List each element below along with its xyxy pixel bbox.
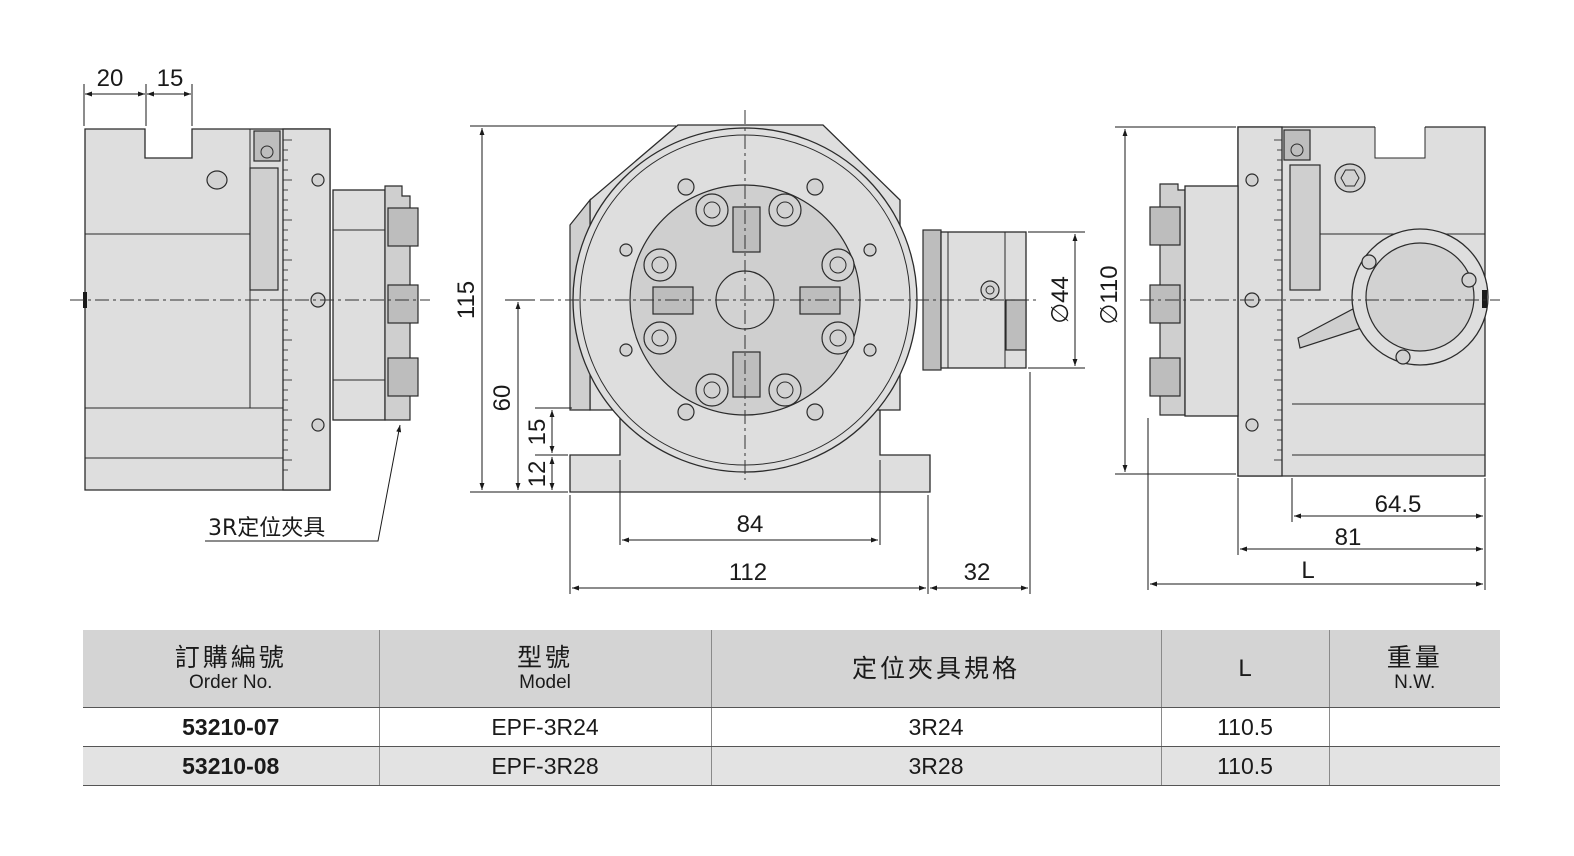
dim-115: 115 <box>453 281 480 319</box>
fixture-callout: 3R定位夾具 <box>208 516 325 541</box>
dim-L: L <box>1301 557 1314 584</box>
header-en: N.W. <box>1394 671 1436 693</box>
cell-spec: 3R28 <box>710 746 1161 786</box>
cell-l: 110.5 <box>1160 746 1329 786</box>
cell-model: EPF-3R24 <box>378 707 711 747</box>
header-nw: 重量 N.W. <box>1328 630 1500 708</box>
cell-l: 110.5 <box>1160 707 1329 747</box>
dim-60: 60 <box>489 385 516 412</box>
dim-64-5: 64.5 <box>1375 491 1422 518</box>
socket-screws <box>643 193 855 407</box>
header-en: Model <box>519 671 571 693</box>
cell-nw <box>1328 707 1500 747</box>
dim-112: 112 <box>729 559 767 586</box>
dim-dia-44: ∅44 <box>1047 276 1074 324</box>
cell-nw <box>1328 746 1500 786</box>
spec-table: 訂購編號 Order No. 型號 Model 定位夾具規格 L 重量 N.W.… <box>83 630 1500 786</box>
dim-84: 84 <box>737 511 764 538</box>
dim-12: 12 <box>524 461 551 488</box>
table-header-row: 訂購編號 Order No. 型號 Model 定位夾具規格 L 重量 N.W. <box>83 630 1500 708</box>
front-view: 115 60 15 12 84 112 32 ∅44 <box>453 110 1085 594</box>
header-order-no: 訂購編號 Order No. <box>83 630 379 708</box>
header-en: Order No. <box>189 671 273 693</box>
right-side-view: ∅110 64.5 81 L <box>1096 126 1500 590</box>
dim-81: 81 <box>1335 524 1362 551</box>
header-fixture-spec: 定位夾具規格 <box>710 630 1161 708</box>
cell-model: EPF-3R28 <box>378 746 711 786</box>
table-row: 53210-08 EPF-3R28 3R28 110.5 <box>83 746 1500 786</box>
header-zh: 定位夾具規格 <box>851 653 1020 683</box>
dim-15-side: 15 <box>524 419 551 446</box>
cell-order-no: 53210-07 <box>83 707 379 747</box>
dim-20: 20 <box>97 65 124 92</box>
cell-order-no: 53210-08 <box>83 746 379 786</box>
header-zh: 重量 <box>1386 642 1443 672</box>
dim-dia-110: ∅110 <box>1096 265 1123 324</box>
header-zh: 型號 <box>516 642 573 672</box>
right-scale <box>1274 139 1282 461</box>
dim-32: 32 <box>964 559 991 586</box>
cell-spec: 3R24 <box>710 707 1161 747</box>
header-model: 型號 Model <box>378 630 711 708</box>
left-scale <box>283 139 292 471</box>
technical-drawing: 20 15 3R定位夾具 <box>70 65 1500 594</box>
table-row: 53210-07 EPF-3R24 3R24 110.5 <box>83 707 1500 747</box>
header-zh: L <box>1238 654 1252 682</box>
header-l: L <box>1160 630 1329 708</box>
header-zh: 訂購編號 <box>174 642 287 672</box>
left-side-view: 20 15 3R定位夾具 <box>70 65 430 542</box>
dim-15-top: 15 <box>157 65 184 92</box>
